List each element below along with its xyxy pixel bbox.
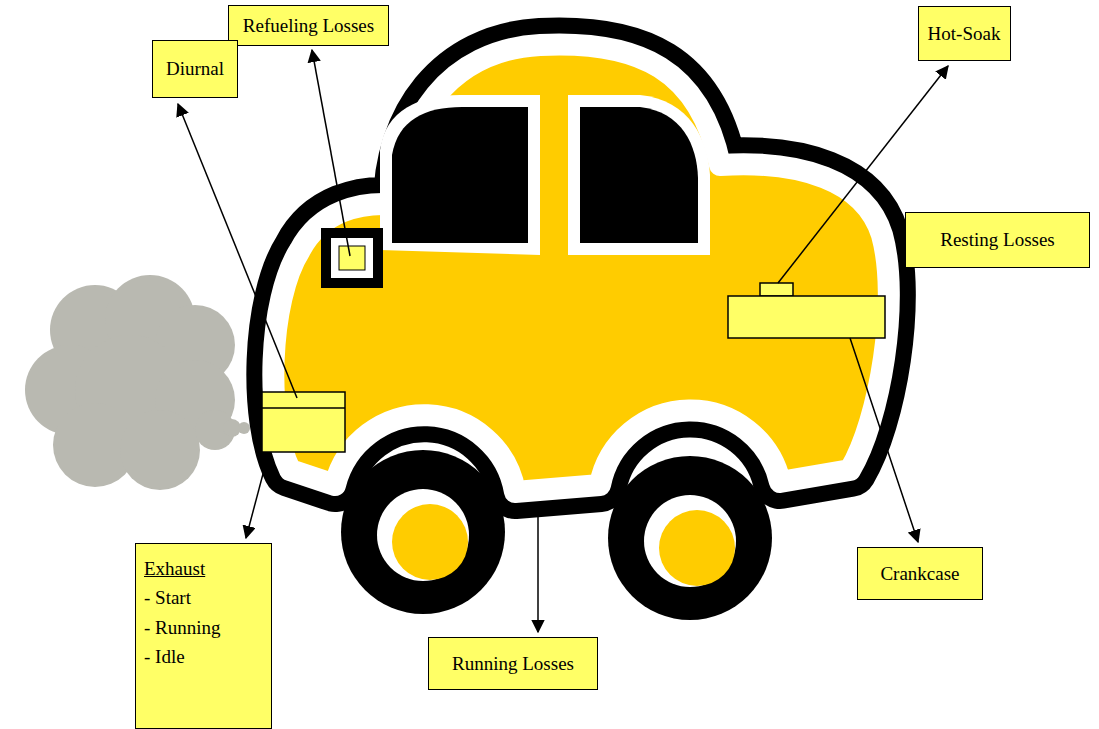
box-label: Diurnal [166,54,224,83]
car-body [273,44,888,492]
box-label: Running Losses [452,649,574,678]
box-label: - Idle [144,642,185,671]
box-label: Hot-Soak [928,19,1001,48]
box-label: Resting Losses [940,225,1055,254]
label-box: Refueling Losses [228,5,389,46]
exhaust-smoke [25,275,250,490]
label-box: Hot-Soak [918,6,1011,61]
car-windows [380,95,710,255]
box-label: Crankcase [880,559,959,588]
label-box: Crankcase [857,547,983,600]
label-box: Resting Losses [905,212,1090,268]
label-box: Running Losses [428,637,598,690]
label-box: Diurnal [152,40,238,98]
box-heading: Exhaust [144,554,205,583]
box-label: - Running [144,613,221,642]
car-wheels [341,450,772,620]
label-box: Exhaust- Start- Running- Idle [135,543,272,729]
box-label: Refueling Losses [243,11,374,40]
box-label: - Start [144,583,191,612]
leader-arrows [178,50,948,632]
